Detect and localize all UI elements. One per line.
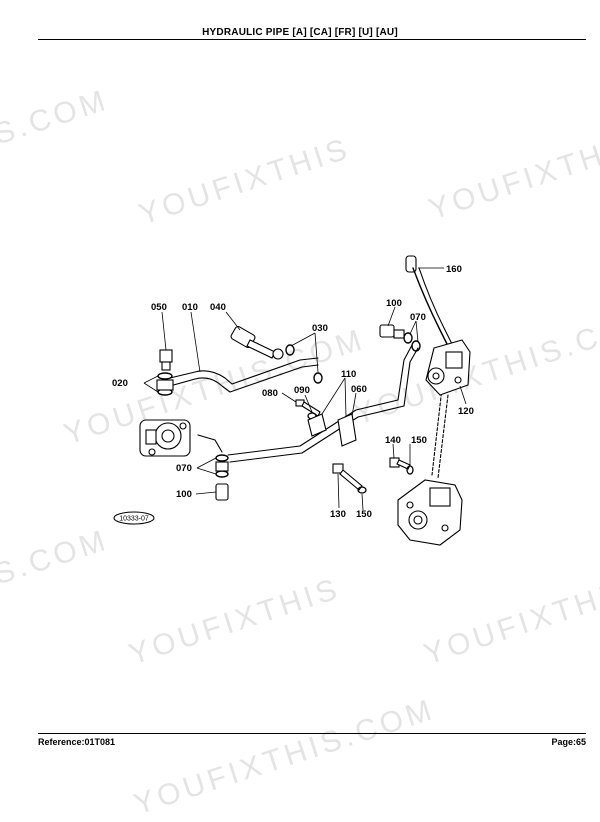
pipe-010-edge — [169, 364, 319, 393]
callout-090: 090 — [294, 385, 310, 396]
callout-120: 120 — [458, 406, 474, 417]
o-ring-070-top — [403, 332, 421, 352]
hydraulic-pipe-diagram: 10333-07 160 100 070 050 010 040 030 020… — [112, 255, 474, 546]
callout-050: 050 — [151, 302, 167, 313]
callout-060: 060 — [351, 384, 367, 395]
bolt-140 — [389, 457, 411, 470]
lower-valve-assembly — [397, 479, 463, 546]
callout-030: 030 — [312, 323, 328, 334]
callout-140: 140 — [385, 435, 401, 446]
hydraulic-pump — [139, 419, 191, 457]
callout-100: 100 — [176, 489, 192, 500]
header-rule — [38, 39, 586, 40]
pipe-010 — [169, 357, 319, 385]
callout-110: 110 — [341, 369, 356, 380]
callout-130: 130 — [330, 509, 346, 520]
callout-150: 150 — [356, 509, 372, 520]
cable-160-edge — [418, 267, 455, 349]
footer-rule — [38, 733, 586, 734]
fitting-100-top — [379, 324, 405, 339]
callout-010: 010 — [182, 302, 198, 313]
cable-knob — [405, 255, 417, 273]
pipe-060 — [227, 344, 413, 456]
callout-070: 070 — [410, 312, 426, 323]
callout-040: 040 — [210, 302, 226, 313]
pipe-060-edge — [229, 347, 419, 463]
figure-code: 10333-07 — [119, 516, 149, 523]
pipe-pump-link — [197, 434, 223, 453]
callout-020: 020 — [112, 378, 128, 389]
cable-160 — [412, 267, 451, 351]
figure-code-frame — [113, 511, 155, 525]
banjo-bolt-050 — [159, 349, 173, 371]
bolt-130 — [332, 463, 363, 491]
fitting-100-bottom — [215, 461, 229, 501]
callout-100: 100 — [386, 298, 402, 309]
callout-080: 080 — [262, 388, 278, 399]
callout-150: 150 — [411, 435, 427, 446]
callout-160: 160 — [446, 264, 462, 275]
control-valve-120 — [425, 339, 471, 396]
o-ring-030 — [285, 344, 323, 384]
guide-line — [431, 387, 443, 476]
banjo-fitting — [156, 379, 174, 391]
guide-line — [437, 394, 449, 479]
page-number: Page:65 — [551, 737, 586, 747]
page-title: HYDRAULIC PIPE [A] [CA] [FR] [U] [AU] — [202, 27, 398, 38]
callout-070: 070 — [176, 463, 192, 474]
washer-150-bottom — [357, 486, 367, 494]
reference-number: Reference:01T081 — [38, 737, 116, 747]
washer-150-top — [406, 465, 414, 475]
fitting-040 — [230, 325, 284, 360]
clamp-110 — [307, 413, 357, 447]
